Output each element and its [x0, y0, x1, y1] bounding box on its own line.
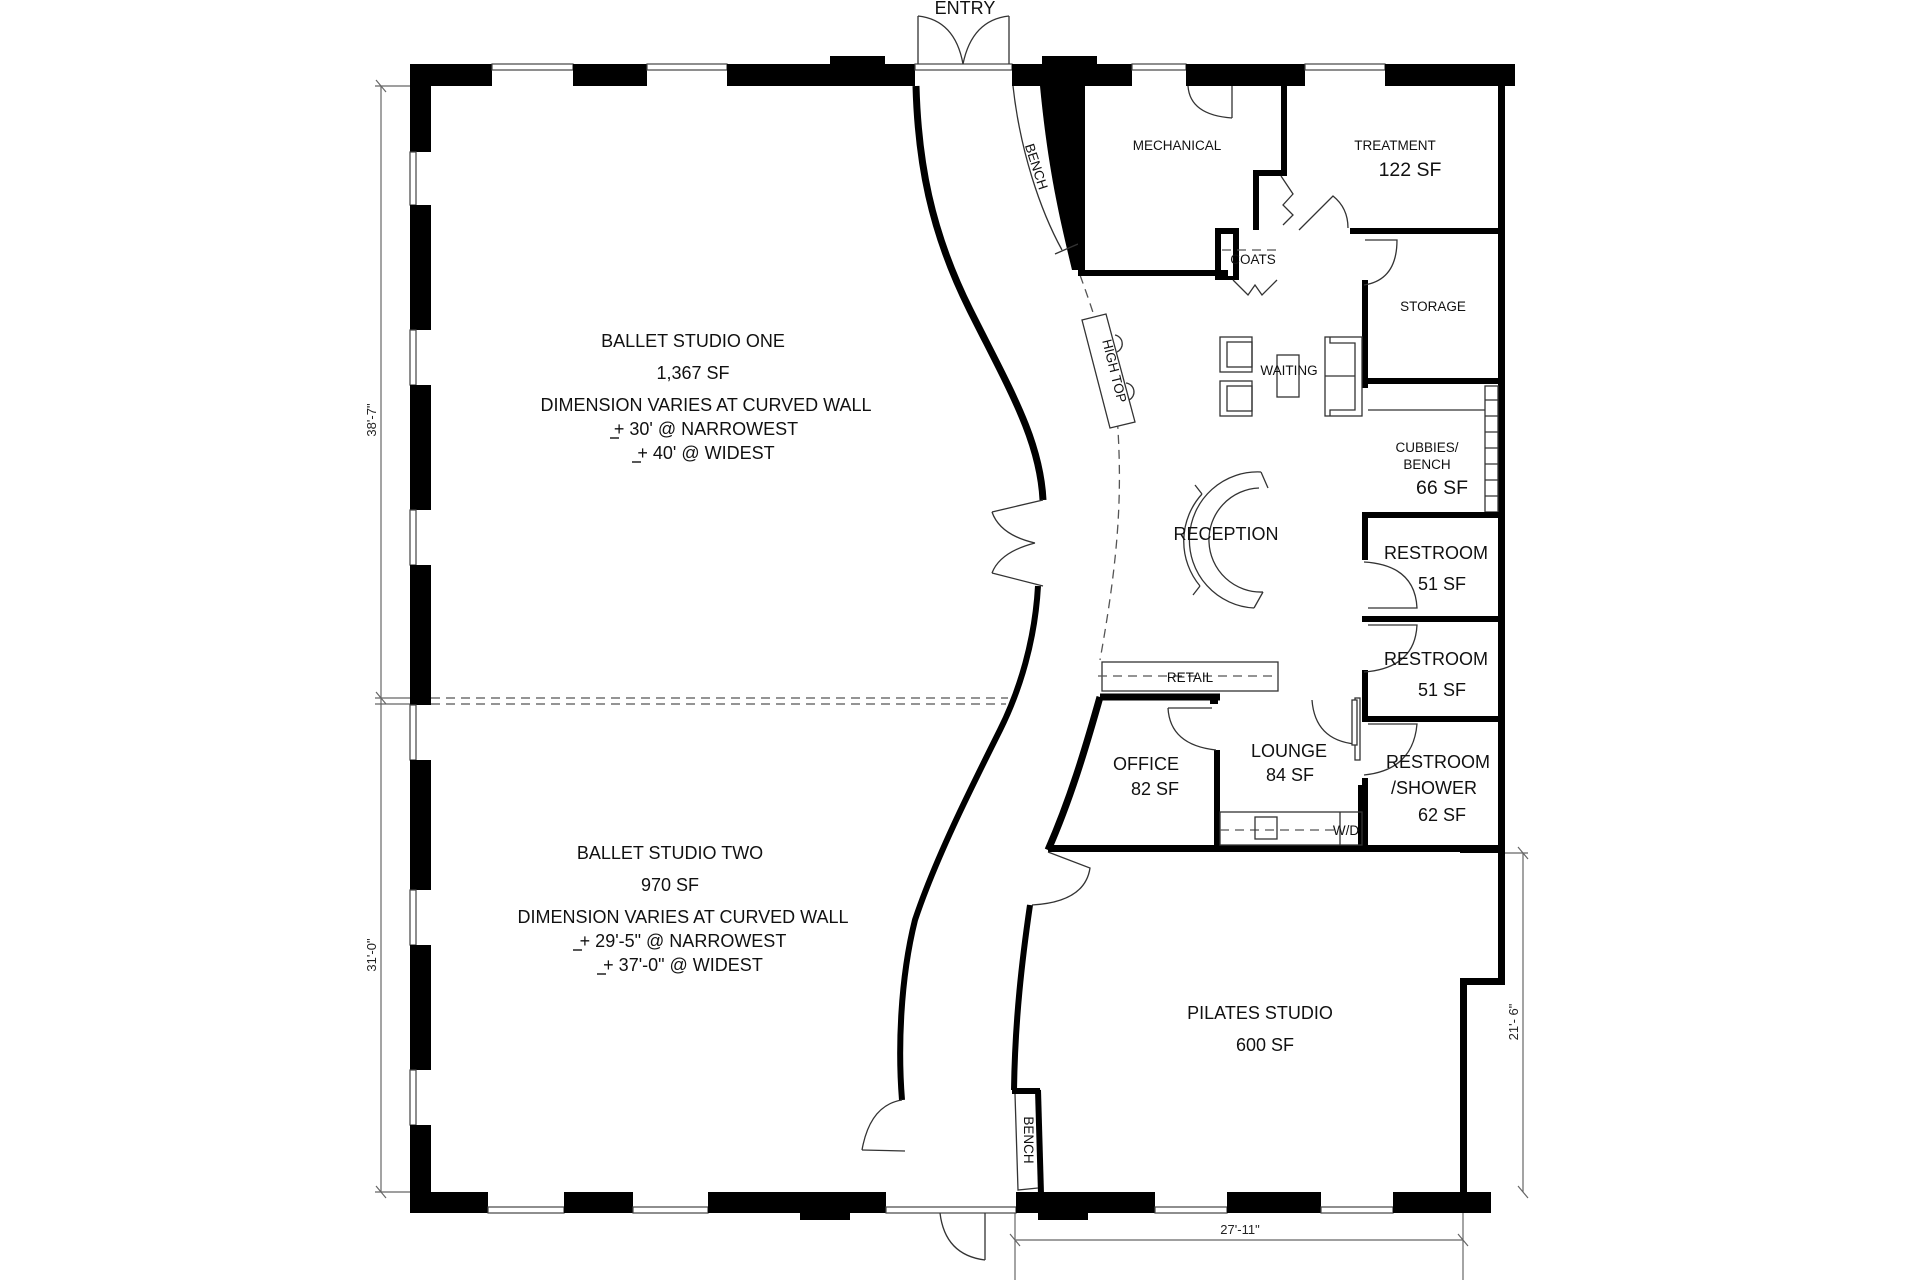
room-ballet-one-area: 1,367 SF [656, 363, 729, 383]
room-treatment-label: TREATMENT [1354, 138, 1436, 153]
room-lounge-area: 84 SF [1266, 765, 1314, 785]
washer-dryer-label: W/D [1333, 823, 1359, 838]
room-restroom-1-label: RESTROOM [1384, 543, 1488, 563]
east-rooms-walls [1362, 378, 1505, 848]
north-rooms-walls [1078, 84, 1505, 388]
bench-top-label: BENCH [1022, 142, 1051, 192]
entry-label: ENTRY [935, 0, 996, 18]
high-top-counter [1081, 313, 1136, 429]
room-ballet-two-area: 970 SF [641, 875, 699, 895]
room-ballet-two-widest: + 37'-0" @ WIDEST [603, 955, 763, 975]
room-office-label: OFFICE [1113, 754, 1179, 774]
room-pilates-area: 600 SF [1236, 1035, 1294, 1055]
room-restroom-1-area: 51 SF [1418, 574, 1466, 594]
room-restroom-shower-area: 62 SF [1418, 805, 1466, 825]
room-office-area: 82 SF [1131, 779, 1179, 799]
exterior-walls [409, 56, 1515, 1220]
room-storage-label: STORAGE [1400, 299, 1466, 314]
dimension-pilates-width: 27'-11" [1220, 1222, 1260, 1237]
waiting-label: WAITING [1260, 363, 1317, 378]
dimension-pilates-height: 21'- 6" [1506, 1003, 1521, 1040]
room-restroom-2-label: RESTROOM [1384, 649, 1488, 669]
room-mechanical-label: MECHANICAL [1133, 138, 1222, 153]
waiting-furniture [1219, 336, 1363, 417]
pilates-walls [1011, 904, 1044, 1195]
studio-divider [431, 697, 1008, 705]
retail-label: RETAIL [1167, 670, 1214, 685]
curved-corridor [861, 85, 1136, 1261]
bench-bottom-label: BENCH [1021, 1116, 1036, 1163]
room-cubbies-area: 66 SF [1416, 477, 1468, 499]
retail-counter [1098, 661, 1279, 692]
room-ballet-one-label: BALLET STUDIO ONE [601, 331, 785, 351]
room-lounge-label: LOUNGE [1251, 741, 1327, 761]
room-ballet-one-narrowest: + 30' @ NARROWEST [614, 419, 798, 439]
room-ballet-one-widest: + 40' @ WIDEST [637, 443, 774, 463]
room-ballet-one-note: DIMENSION VARIES AT CURVED WALL [540, 395, 871, 415]
room-coats-label: COATS [1230, 252, 1276, 267]
room-treatment-area: 122 SF [1379, 159, 1442, 181]
office-lounge-walls [1044, 693, 1505, 852]
reception-label: RECEPTION [1173, 524, 1278, 544]
room-cubbies-label-1: CUBBIES/ [1395, 440, 1458, 455]
dimension-lines [375, 79, 1529, 1280]
entry-double-door[interactable] [917, 15, 1010, 65]
room-restroom-2-area: 51 SF [1418, 680, 1466, 700]
reception-desk[interactable] [1183, 471, 1269, 609]
room-restroom-shower-label-2: /SHOWER [1391, 778, 1477, 798]
room-ballet-two-note: DIMENSION VARIES AT CURVED WALL [517, 907, 848, 927]
room-ballet-two-narrowest: + 29'-5" @ NARROWEST [580, 931, 787, 951]
room-cubbies-label-2: BENCH [1403, 457, 1450, 472]
room-restroom-shower-label-1: RESTROOM [1386, 752, 1490, 772]
dimension-ballet-two-height: 31'-0" [364, 938, 379, 972]
room-pilates-label: PILATES STUDIO [1187, 1003, 1333, 1023]
dimension-ballet-one-height: 38'-7" [364, 403, 379, 437]
room-ballet-two-label: BALLET STUDIO TWO [577, 843, 763, 863]
